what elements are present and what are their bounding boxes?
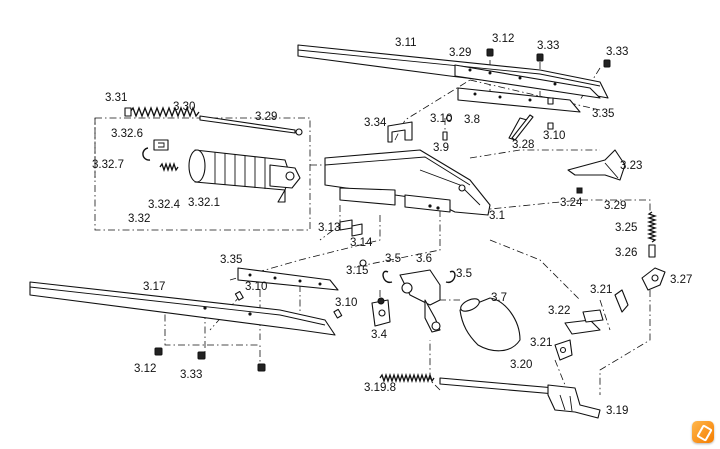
app-badge-icon[interactable]	[692, 421, 714, 443]
label-3-5-right: 3.5	[456, 268, 472, 280]
label-3-10-bottom-a: 3.10	[245, 281, 267, 293]
label-3-28: 3.28	[512, 139, 534, 151]
label-3-33-top-a: 3.33	[537, 40, 559, 52]
label-3-30: 3.30	[173, 101, 195, 113]
part-3-28-pin	[511, 114, 534, 141]
label-3-32-1: 3.32.1	[188, 197, 220, 209]
part-3-30-rod-assembly	[124, 106, 303, 136]
label-3-35-top: 3.35	[592, 108, 614, 120]
part-3-23-lever	[567, 149, 626, 194]
label-3-8: 3.8	[464, 114, 480, 126]
label-3-19-8: 3.19.8	[364, 382, 396, 394]
label-3-12-bottom: 3.12	[134, 363, 156, 375]
label-3-21-upper: 3.21	[590, 284, 612, 296]
label-3-15: 3.15	[346, 265, 368, 277]
guide-line	[479, 199, 651, 212]
guide-line	[164, 300, 261, 365]
guide-line	[599, 290, 651, 395]
guide-line	[469, 149, 600, 159]
guide-line	[599, 299, 611, 331]
label-3-24: 3.24	[560, 197, 583, 209]
label-3-31: 3.31	[105, 92, 127, 104]
small-fasteners-top	[387, 114, 528, 143]
safety-detent-parts	[641, 211, 666, 291]
label-3-35-bottom: 3.35	[220, 254, 242, 266]
label-3-22: 3.22	[548, 305, 570, 317]
top-screws	[486, 48, 611, 130]
label-3-12-top: 3.12	[492, 33, 514, 45]
guide-line	[489, 239, 581, 301]
part-3-19-trigger-bar	[379, 372, 601, 419]
part-3-11-top-rail	[297, 44, 609, 99]
label-3-9: 3.9	[433, 142, 449, 154]
label-3-21-lower: 3.21	[530, 337, 552, 349]
label-3-19: 3.19	[606, 405, 628, 417]
label-3-7: 3.7	[491, 292, 507, 304]
part-3-32-4-spring	[159, 161, 179, 173]
label-3-10-top-b: 3.10	[543, 130, 565, 142]
part-3-5-springs	[382, 270, 456, 283]
label-3-1: 3.1	[489, 210, 505, 222]
label-3-26: 3.26	[615, 247, 637, 259]
bottom-screws	[154, 290, 343, 372]
guide-line	[554, 359, 566, 386]
part-3-7-grip	[459, 297, 521, 352]
label-3-32: 3.32	[128, 213, 150, 225]
part-3-35-upper-plate	[457, 87, 581, 113]
label-3-27: 3.27	[670, 274, 692, 286]
sear-parts	[554, 289, 629, 361]
guide-line	[429, 340, 441, 391]
guide-line	[349, 210, 441, 269]
label-3-32-7: 3.32.7	[92, 159, 124, 171]
label-3-34: 3.34	[364, 117, 387, 129]
label-3-32-4: 3.32.4	[148, 199, 181, 211]
label-3-17: 3.17	[143, 281, 165, 293]
part-3-35-lower-plate	[237, 267, 339, 291]
label-3-6: 3.6	[416, 253, 432, 265]
part-3-1-receiver	[324, 149, 491, 216]
part-3-6-trigger-group	[399, 269, 441, 333]
guide-line	[394, 79, 471, 141]
part-3-32-6-clip	[153, 139, 169, 151]
label-3-29-top: 3.29	[449, 47, 471, 59]
part-3-32-7-ring	[142, 147, 151, 161]
label-3-33-bottom: 3.33	[180, 369, 202, 381]
label-3-25: 3.25	[615, 222, 637, 234]
label-3-23: 3.23	[620, 160, 642, 172]
label-3-33-top-b: 3.33	[606, 46, 628, 58]
label-3-10-bottom-b: 3.10	[335, 297, 357, 309]
part-3-32-1-bolt	[188, 149, 301, 203]
label-3-13: 3.13	[318, 222, 340, 234]
part-3-17-lower-rail	[29, 281, 336, 336]
label-3-4: 3.4	[371, 329, 388, 341]
label-3-32-6: 3.32.6	[111, 128, 143, 140]
label-3-29-right: 3.29	[604, 200, 626, 212]
label-3-10-top-a: 3.10	[430, 113, 452, 125]
small-parts-middle	[339, 219, 367, 267]
label-3-20: 3.20	[510, 359, 532, 371]
label-3-14: 3.14	[350, 237, 373, 249]
label-3-11: 3.11	[395, 37, 417, 49]
label-3-29-left: 3.29	[255, 111, 277, 123]
label-3-5-left: 3.5	[385, 253, 401, 265]
part-3-4-block	[371, 297, 391, 327]
part-labels: 3.11 3.29 3.12 3.33 3.33 3.35 3.10 3.8 3…	[92, 33, 692, 417]
